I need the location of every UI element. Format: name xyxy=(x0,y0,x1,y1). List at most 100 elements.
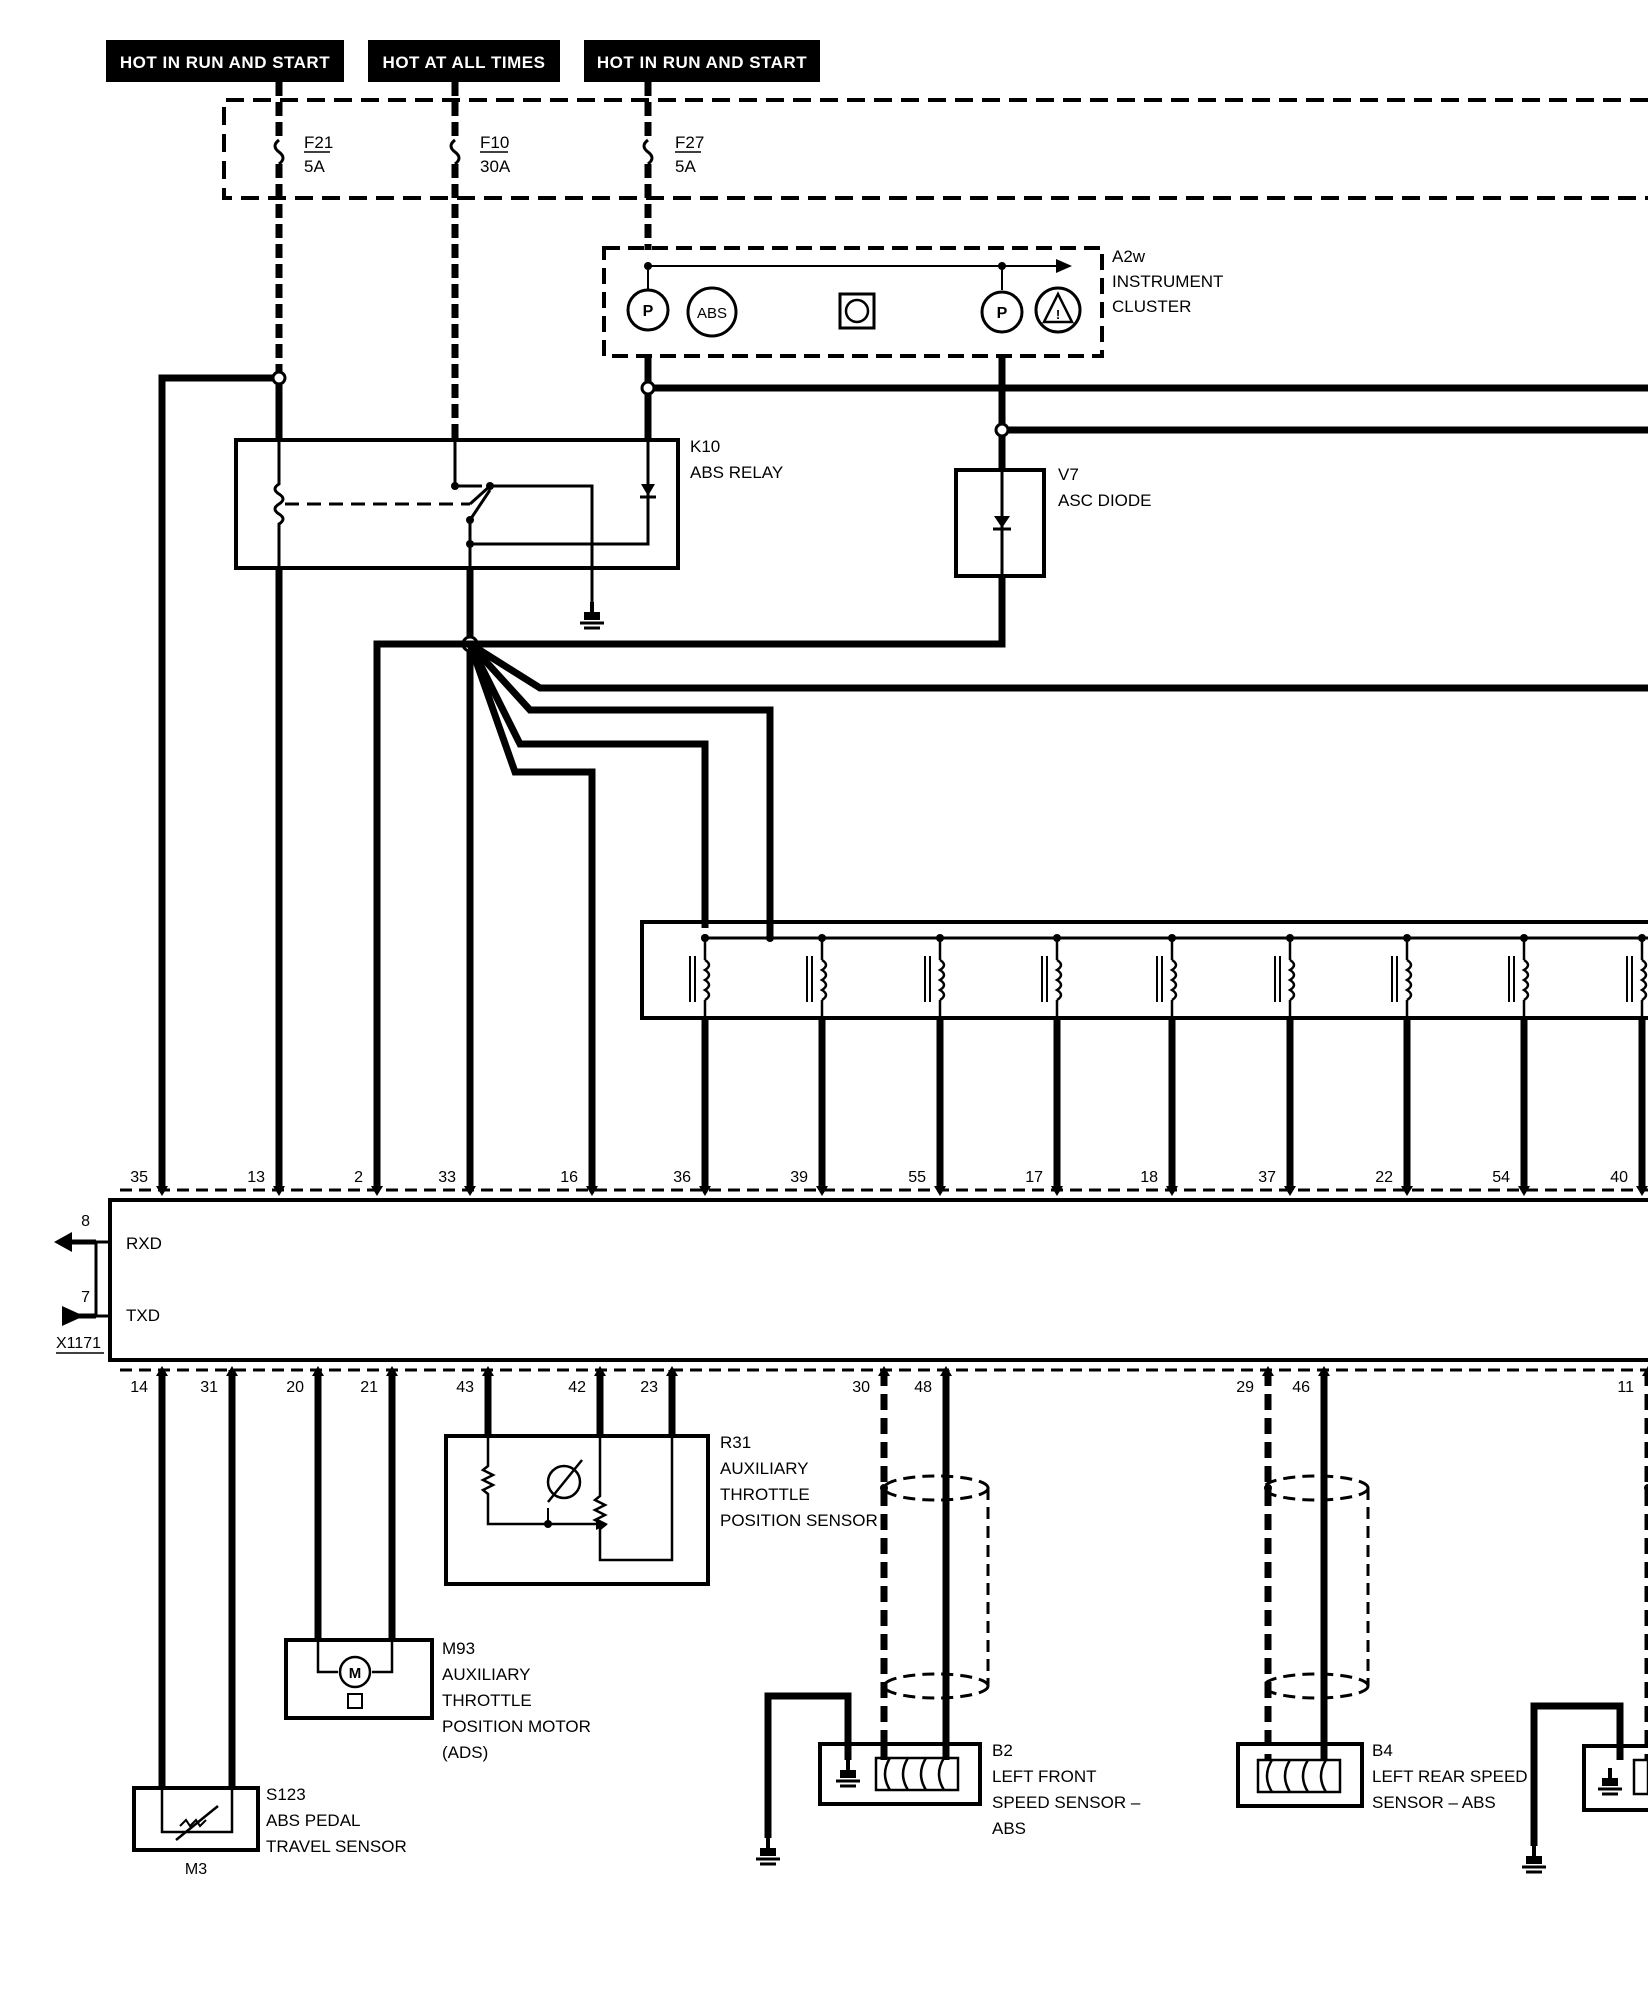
pin-label-top: 13 xyxy=(247,1169,265,1186)
svg-text:F27: F27 xyxy=(675,133,704,152)
pin-label-bottom: 21 xyxy=(360,1379,378,1396)
pin-label-top: 54 xyxy=(1492,1169,1510,1186)
svg-text:30A: 30A xyxy=(480,157,511,176)
pin-label-top: 39 xyxy=(790,1169,808,1186)
pin-label-top: 35 xyxy=(130,1169,148,1186)
svg-text:B4: B4 xyxy=(1372,1741,1393,1760)
solenoid-valve xyxy=(1508,934,1530,1018)
asc-diode: V7 ASC DIODE xyxy=(954,465,1152,578)
svg-text:!: ! xyxy=(1056,307,1060,322)
traction-control-icon xyxy=(838,292,876,330)
svg-text:AUXILIARY: AUXILIARY xyxy=(442,1665,531,1684)
svg-text:THROTTLE: THROTTLE xyxy=(720,1485,810,1504)
pin-label-bottom: 46 xyxy=(1292,1379,1310,1396)
power-label-hot-run-start-1: HOT IN RUN AND START xyxy=(106,40,344,82)
solenoid-valve xyxy=(806,934,828,1018)
solenoid-valve xyxy=(1041,934,1063,1018)
ground-icon xyxy=(754,1836,782,1866)
solenoid-valve xyxy=(1156,934,1178,1018)
solenoid-valve xyxy=(1626,934,1648,1018)
pin-label-top: 22 xyxy=(1375,1169,1393,1186)
warning-triangle-icon: ! xyxy=(1034,286,1082,334)
right-speed-sensor-partial xyxy=(1582,1744,1648,1812)
pin-label-bottom: 30 xyxy=(852,1379,870,1396)
svg-text:TXD: TXD xyxy=(126,1306,160,1325)
rxd-arrow-icon xyxy=(54,1232,72,1252)
pin-label-bottom: 23 xyxy=(640,1379,658,1396)
warning-lamp-2-icon xyxy=(980,290,1024,334)
svg-text:ABS: ABS xyxy=(992,1819,1026,1838)
ground-icon xyxy=(1520,1844,1548,1874)
svg-text:SENSOR – ABS: SENSOR – ABS xyxy=(1372,1793,1496,1812)
svg-text:5A: 5A xyxy=(675,157,696,176)
fuse-f10: F10 30A xyxy=(449,82,511,440)
svg-text:POSITION SENSOR: POSITION SENSOR xyxy=(720,1511,878,1530)
solenoid-valve xyxy=(1274,934,1296,1018)
svg-text:SPEED SENSOR –: SPEED SENSOR – xyxy=(992,1793,1141,1812)
svg-text:V7: V7 xyxy=(1058,465,1079,484)
svg-text:ABS RELAY: ABS RELAY xyxy=(690,463,783,482)
pin-label-top: 37 xyxy=(1258,1169,1276,1186)
svg-text:M93: M93 xyxy=(442,1639,475,1658)
pin-label-top: 40 xyxy=(1610,1169,1628,1186)
auxiliary-throttle-position-sensor: R31 AUXILIARY THROTTLE POSITION SENSOR xyxy=(444,1433,878,1586)
svg-text:K10: K10 xyxy=(690,437,720,456)
svg-text:LEFT REAR SPEED: LEFT REAR SPEED xyxy=(1372,1767,1528,1786)
pin-label-top: 36 xyxy=(673,1169,691,1186)
svg-text:R31: R31 xyxy=(720,1433,751,1452)
svg-text:RXD: RXD xyxy=(126,1234,162,1253)
pin-label-bottom: 42 xyxy=(568,1379,586,1396)
svg-text:B2: B2 xyxy=(992,1741,1013,1760)
svg-text:F21: F21 xyxy=(304,133,333,152)
svg-text:ABS: ABS xyxy=(697,305,727,322)
svg-text:P: P xyxy=(997,305,1008,322)
solenoid-valve-block xyxy=(640,920,1648,1020)
svg-text:THROTTLE: THROTTLE xyxy=(442,1691,532,1710)
fuse-box-outline xyxy=(222,98,1648,200)
pin-label-bottom: 29 xyxy=(1236,1379,1254,1396)
svg-text:HOT AT ALL TIMES: HOT AT ALL TIMES xyxy=(383,53,546,72)
power-label-hot-run-start-2: HOT IN RUN AND START xyxy=(584,40,820,82)
svg-text:AUXILIARY: AUXILIARY xyxy=(720,1459,809,1478)
pin-label-top: 55 xyxy=(908,1169,926,1186)
svg-text:ABS PEDAL: ABS PEDAL xyxy=(266,1811,361,1830)
diagnostic-connector: 8 7 X1171 xyxy=(54,1213,110,1354)
pin-label-top: 18 xyxy=(1140,1169,1158,1186)
svg-text:7: 7 xyxy=(81,1289,90,1306)
abs-pedal-travel-sensor: M3 S123 ABS PEDAL TRAVEL SENSOR xyxy=(132,1785,407,1878)
svg-text:P: P xyxy=(643,303,654,320)
svg-text:HOT IN RUN AND START: HOT IN RUN AND START xyxy=(120,53,330,72)
pin-label-top: 16 xyxy=(560,1169,578,1186)
pin-label-bottom: 48 xyxy=(914,1379,932,1396)
solenoid-valve xyxy=(689,934,711,1018)
pin-label-bottom: 43 xyxy=(456,1379,474,1396)
pin-label-top: 2 xyxy=(354,1169,363,1186)
abs-warning-icon xyxy=(686,286,738,338)
pin-label-bottom: 31 xyxy=(200,1379,218,1396)
motor-icon xyxy=(338,1655,372,1689)
svg-text:M3: M3 xyxy=(185,1861,207,1878)
throttle-plate-icon xyxy=(546,1464,582,1500)
ground-icon xyxy=(578,600,606,630)
pin-label-bottom: 11 xyxy=(1617,1379,1634,1396)
left-rear-shielded-cable xyxy=(1262,1370,1370,1760)
svg-text:CLUSTER: CLUSTER xyxy=(1112,297,1191,316)
solenoid-valve xyxy=(924,934,946,1018)
svg-text:TRAVEL SENSOR: TRAVEL SENSOR xyxy=(266,1837,407,1856)
svg-text:HOT IN RUN AND START: HOT IN RUN AND START xyxy=(597,53,807,72)
auxiliary-throttle-motor: M M93 AUXILIARY THROTTLE POSITION MOTOR … xyxy=(284,1638,591,1762)
svg-text:ASC DIODE: ASC DIODE xyxy=(1058,491,1152,510)
svg-text:S123: S123 xyxy=(266,1785,306,1804)
pin-label-bottom: 20 xyxy=(286,1379,304,1396)
fuse-f27: F27 5A xyxy=(642,82,704,250)
svg-text:POSITION MOTOR: POSITION MOTOR xyxy=(442,1717,591,1736)
svg-text:LEFT FRONT: LEFT FRONT xyxy=(992,1767,1097,1786)
svg-text:8: 8 xyxy=(81,1213,90,1230)
abs-control-module: RXD TXD xyxy=(108,1188,1648,1372)
pin-label-top: 17 xyxy=(1025,1169,1043,1186)
pin-label-bottom: 14 xyxy=(130,1379,148,1396)
txd-arrow-icon xyxy=(62,1306,84,1326)
svg-text:X1171: X1171 xyxy=(56,1335,101,1352)
svg-text:F10: F10 xyxy=(480,133,509,152)
